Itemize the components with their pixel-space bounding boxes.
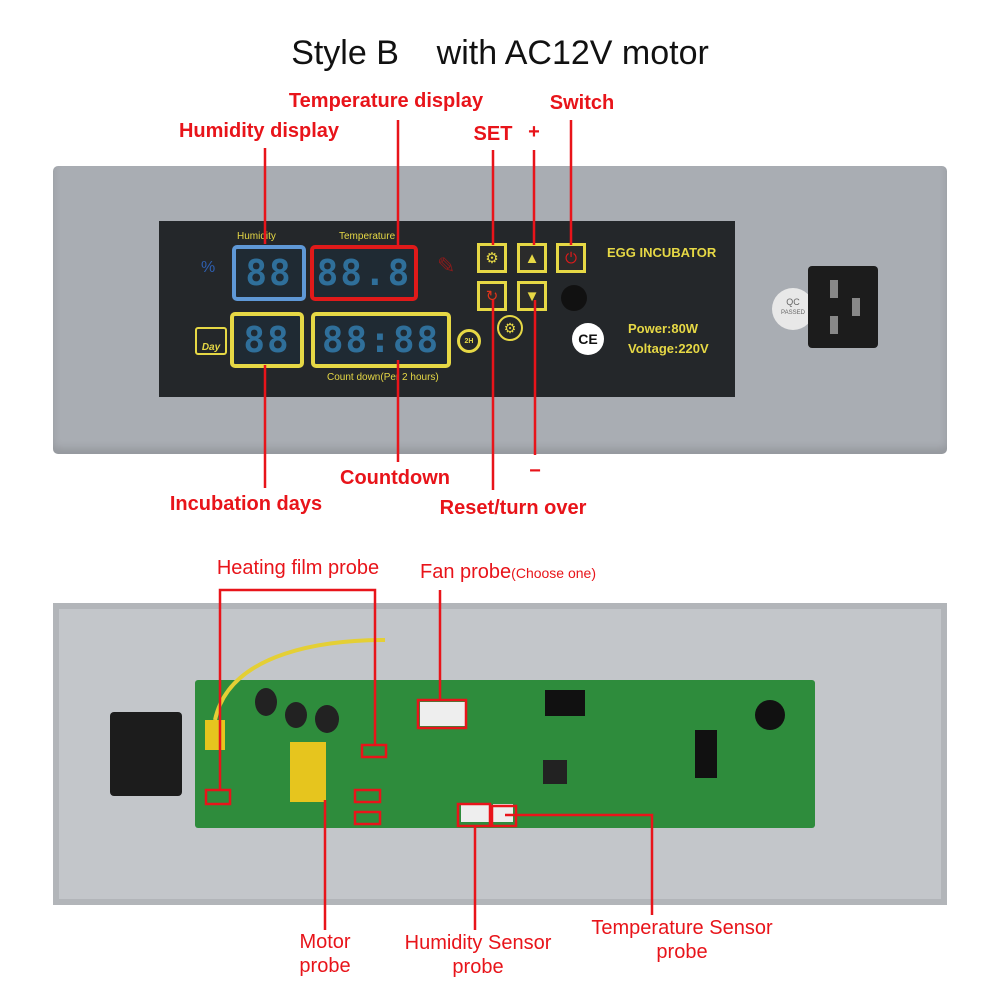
page-title: Style B with AC12V motor [291,34,709,72]
gear-icon: ⚙ [485,250,499,267]
day-icon-label: Day [201,342,221,353]
label-heating-film-probe: Heating film probe [216,557,380,579]
circuit-board [195,680,815,828]
brand-label: EGG INCUBATOR [607,245,717,260]
label-minus: − [529,460,541,482]
label-plus: + [528,121,540,143]
power-rating: Power:80W [628,321,699,336]
qc-text: QC [786,297,800,307]
control-display: Humidity Temperature % 88 88.8 ✎ Day 88 … [159,221,735,397]
motor-probe-line1: Motor [299,931,351,953]
humidity-sensor-line1: Humidity Sensor [404,932,552,954]
temperature-sensor-line2: probe [656,941,708,963]
countdown-caption: Count down(Per 2 hours) [327,372,439,383]
voltage-rating: Voltage:220V [628,341,709,356]
fan-probe-text: Fan probe [420,561,512,583]
humidity-readout: 88 [232,245,306,301]
label-reset-turn-over: Reset/turn over [439,497,587,519]
incubation-days-readout: 88 [230,312,304,368]
turn-timer-icon: 2H [457,329,481,353]
label-humidity-display: Humidity display [178,120,340,142]
temperature-readout: 88.8 [310,245,418,301]
sensor-window [561,285,587,311]
label-incubation-days: Incubation days [169,493,323,515]
label-fan-probe: Fan probe(Choose one) [420,560,596,585]
humidity-icon: % [201,259,216,276]
humidity-caption: Humidity [237,231,276,242]
label-countdown: Countdown [340,467,450,489]
power-switch-button[interactable]: ⏻ [556,243,586,273]
thermometer-icon: ✎ [437,253,456,278]
ce-mark: CE [572,323,604,355]
calendar-icon: Day [195,327,227,355]
label-temperature-display: Temperature display [288,90,484,112]
temperature-caption: Temperature [339,231,396,242]
plus-button[interactable]: ▲ [517,243,547,273]
humidity-sensor-line2: probe [452,956,504,978]
motor-probe-line2: probe [299,955,351,977]
qc-passed-text: PASSED [781,310,805,316]
settings-gear-icon: ⚙ [497,315,523,341]
minus-button[interactable]: ▼ [517,281,547,311]
arrow-up-icon: ▲ [524,249,540,267]
label-switch: Switch [549,92,615,114]
temperature-sensor-line1: Temperature Sensor [591,917,773,939]
label-set: SET [473,123,513,145]
power-inlet-rear [110,712,182,796]
fan-probe-note: (Choose one) [511,565,596,581]
power-icon: ⏻ [565,249,577,267]
refresh-icon: ↻ [485,288,499,305]
qc-sticker: QC PASSED [772,288,814,330]
countdown-readout: 88:88 [311,312,451,368]
power-inlet [808,266,878,348]
